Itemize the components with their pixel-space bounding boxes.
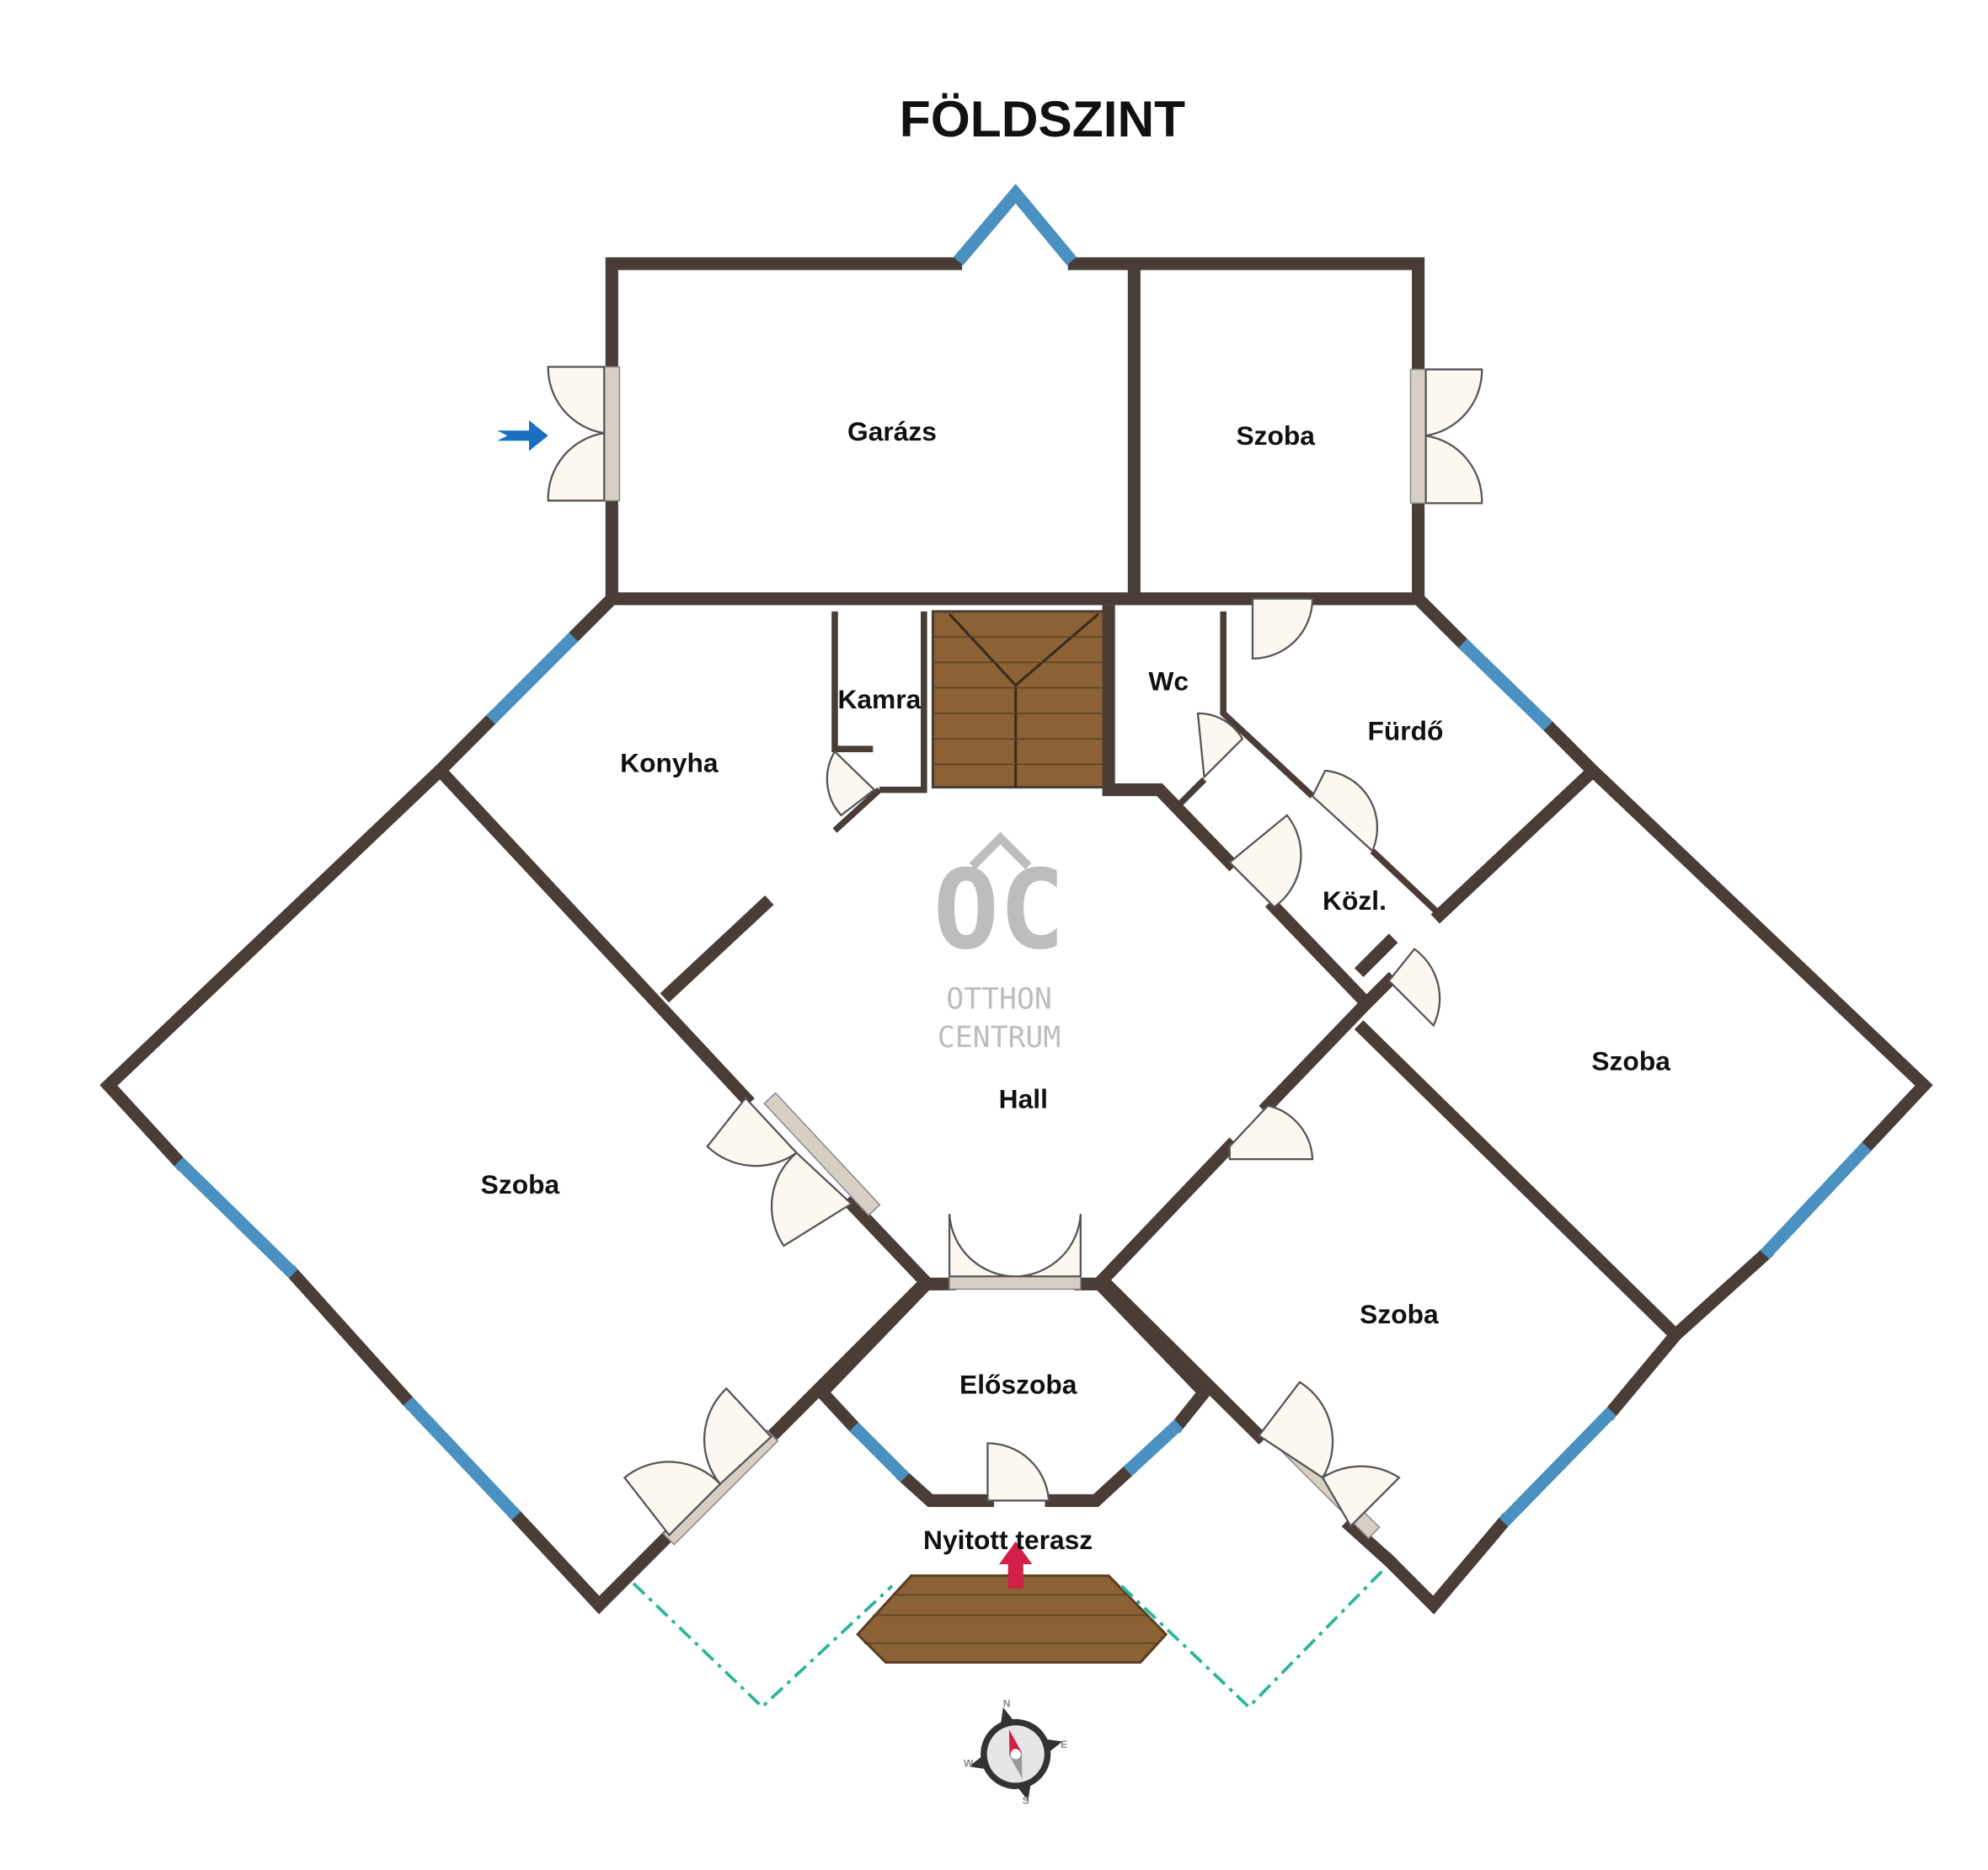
compass-e: E <box>1061 1739 1067 1750</box>
label-corridor: Közl. <box>1323 885 1387 916</box>
label-kitchen: Konyha <box>620 747 719 777</box>
label-entrance: Előszoba <box>959 1369 1077 1399</box>
main-entry-arrow-icon <box>999 1541 1033 1589</box>
otthon-centrum-logo: OC OTTHON CENTRUM <box>933 831 1066 1055</box>
label-room-right: Szoba <box>1591 1045 1670 1076</box>
logo-line2: CENTRUM <box>938 1021 1061 1055</box>
plan-title: FÖLDSZINT <box>900 90 1185 147</box>
compass-w: W <box>964 1758 974 1770</box>
label-hall: Hall <box>999 1084 1048 1114</box>
compass-icon <box>969 1707 1063 1801</box>
terrace-border-left <box>632 1582 894 1710</box>
label-terrace: Nyitott terasz <box>923 1525 1093 1555</box>
logo-line1: OTTHON <box>946 983 1052 1017</box>
label-pantry: Kamra <box>837 684 921 714</box>
terrace-deck <box>856 1574 1168 1664</box>
label-garage: Garázs <box>847 416 937 446</box>
windows <box>174 184 1872 1527</box>
walls <box>99 257 1933 1615</box>
garage-entry-arrow-icon <box>497 420 548 451</box>
label-bathroom: Fürdő <box>1367 716 1443 746</box>
label-room-left: Szoba <box>481 1169 560 1199</box>
label-room-bottom-right: Szoba <box>1360 1299 1439 1329</box>
logo-mark: OC <box>933 846 1066 974</box>
staircase <box>931 610 1108 789</box>
label-wc: Wc <box>1148 666 1189 697</box>
label-room-top-right: Szoba <box>1236 420 1315 451</box>
compass-s: S <box>1023 1794 1029 1806</box>
compass-n: N <box>1003 1697 1011 1709</box>
doors <box>547 366 1483 1546</box>
